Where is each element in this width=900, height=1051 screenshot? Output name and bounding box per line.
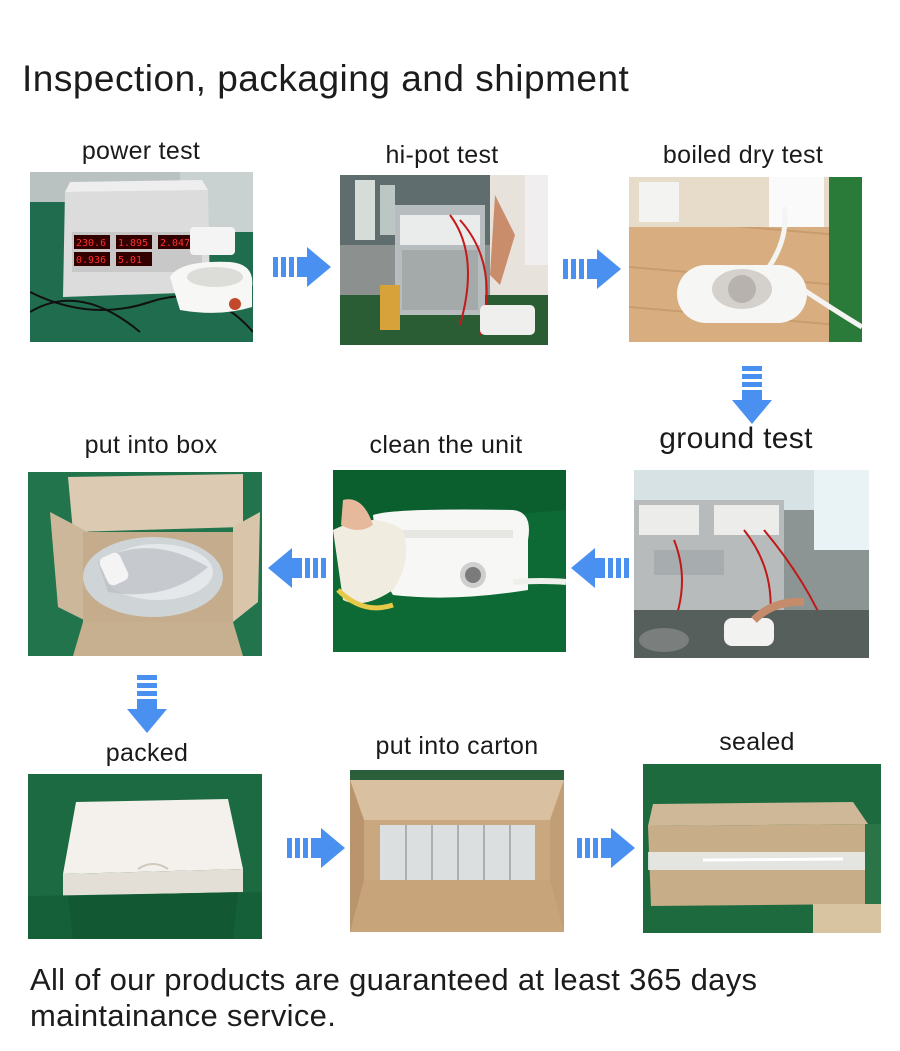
step-label-clean-the-unit: clean the unit [369, 431, 523, 459]
photo-ground-test [634, 470, 869, 658]
footer-line-2: maintainance service. [30, 998, 337, 1033]
step-label-packed: packed [105, 739, 189, 767]
photo-clean-the-unit [333, 470, 566, 652]
arrow-icon [571, 548, 629, 588]
step-label-power-test: power test [81, 137, 201, 165]
photo-power-test: 230.6 1.895 2.047 0.936 5.01 [30, 172, 253, 342]
meter-reading-4: 0.936 [76, 255, 106, 266]
photo-boiled-dry-test [629, 177, 862, 342]
meter-reading-3: 2.047 [160, 238, 190, 249]
photo-hi-pot-test [340, 175, 548, 345]
footer-note: All of our products are guaranteed at le… [30, 962, 757, 1034]
page-title: Inspection, packaging and shipment [22, 58, 630, 99]
photo-sealed [643, 764, 881, 933]
meter-display: 230.6 1.895 2.047 0.936 5.01 [74, 235, 194, 266]
arrow-icon [127, 675, 167, 733]
photo-put-into-box [28, 472, 262, 656]
photo-packed [28, 774, 262, 939]
step-label-boiled-dry-test: boiled dry test [662, 141, 824, 169]
arrow-icon [287, 828, 345, 868]
photo-put-into-carton [350, 770, 564, 932]
meter-reading-5: 5.01 [118, 255, 142, 266]
arrow-icon [273, 247, 331, 287]
step-label-sealed: sealed [719, 728, 795, 756]
step-label-put-into-carton: put into carton [375, 732, 539, 760]
step-label-put-into-box: put into box [84, 431, 218, 459]
meter-reading-1: 230.6 [76, 238, 106, 249]
arrow-icon [732, 366, 772, 424]
step-label-hi-pot-test: hi-pot test [385, 141, 499, 169]
arrow-icon [577, 828, 635, 868]
meter-reading-2: 1.895 [118, 238, 148, 249]
footer-line-1: All of our products are guaranteed at le… [30, 962, 758, 997]
arrow-icon [563, 249, 621, 289]
step-label-ground-test: ground test [659, 422, 813, 455]
arrow-icon [268, 548, 326, 588]
